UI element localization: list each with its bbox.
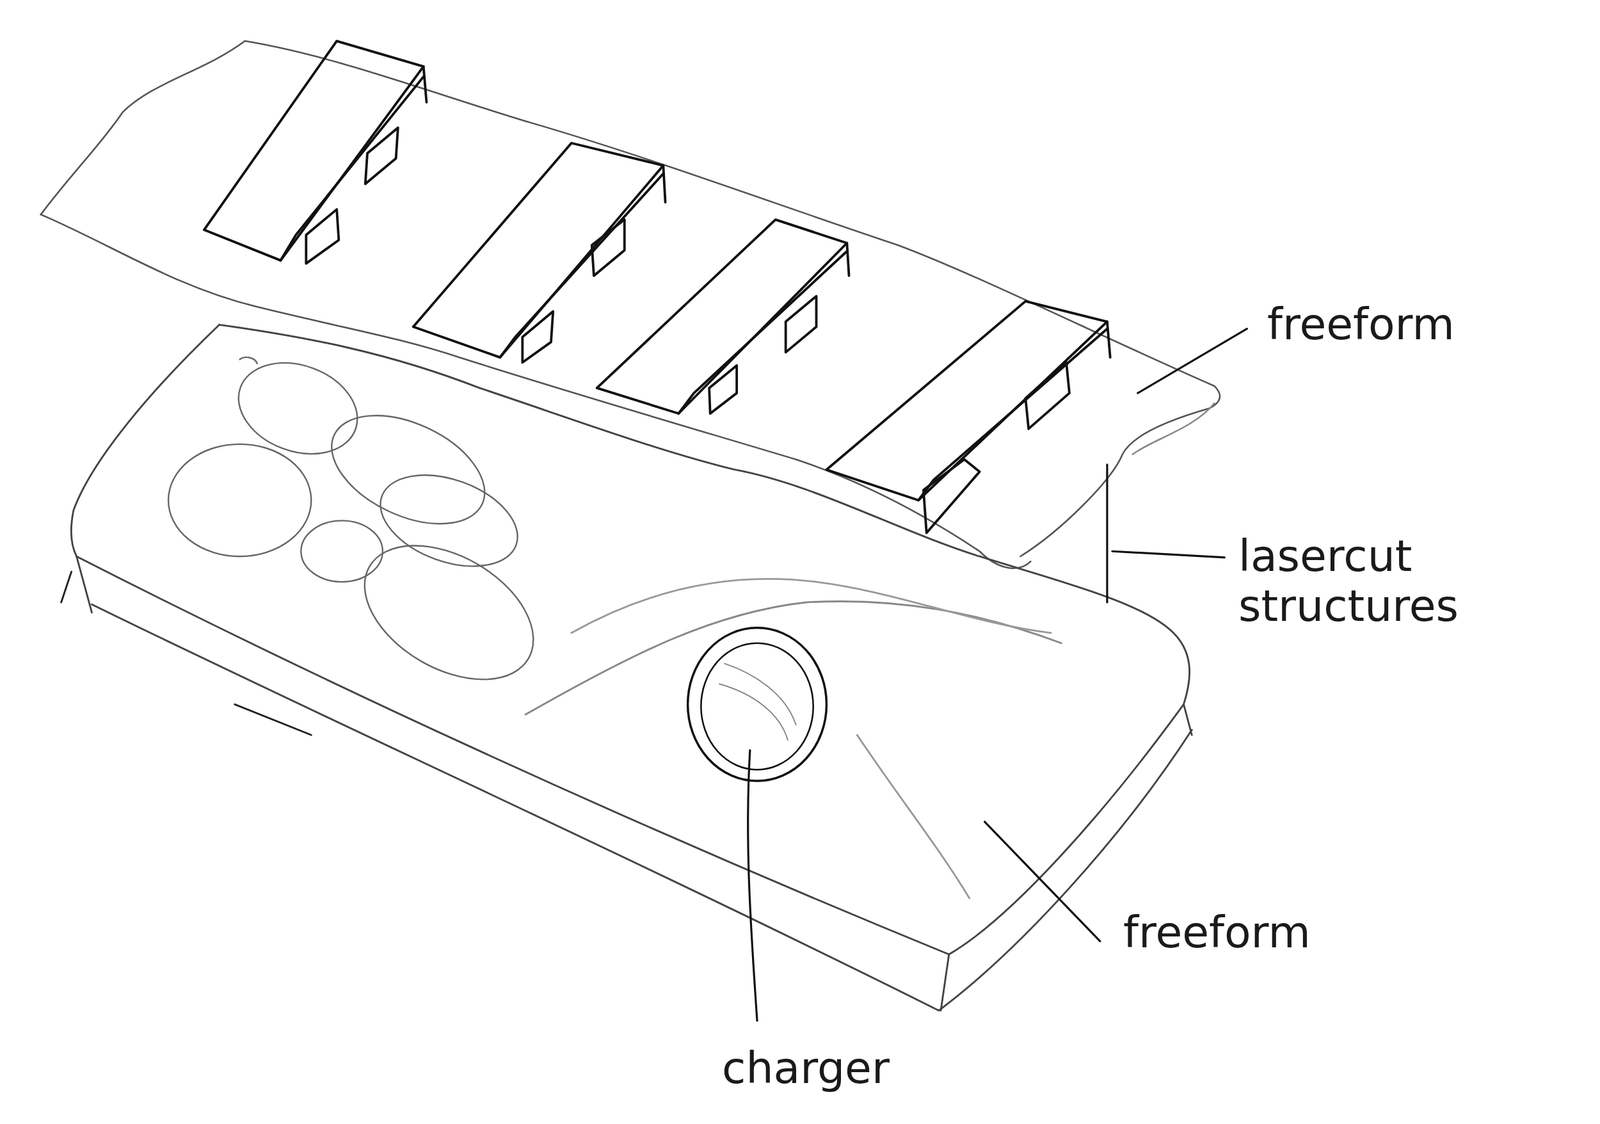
- annotation-label: charger: [721, 1043, 927, 1094]
- freeform-base: [61, 324, 1193, 1010]
- annotation-label: lasercut structures: [1238, 531, 1572, 632]
- lasercut-bars: [204, 40, 1111, 533]
- annotation-label: freeform: [1267, 299, 1536, 350]
- grip-bubbles: [168, 346, 557, 707]
- freeform-strap: [40, 40, 1220, 569]
- annotation-label: freeform: [1123, 907, 1405, 958]
- charger-port: [688, 627, 827, 781]
